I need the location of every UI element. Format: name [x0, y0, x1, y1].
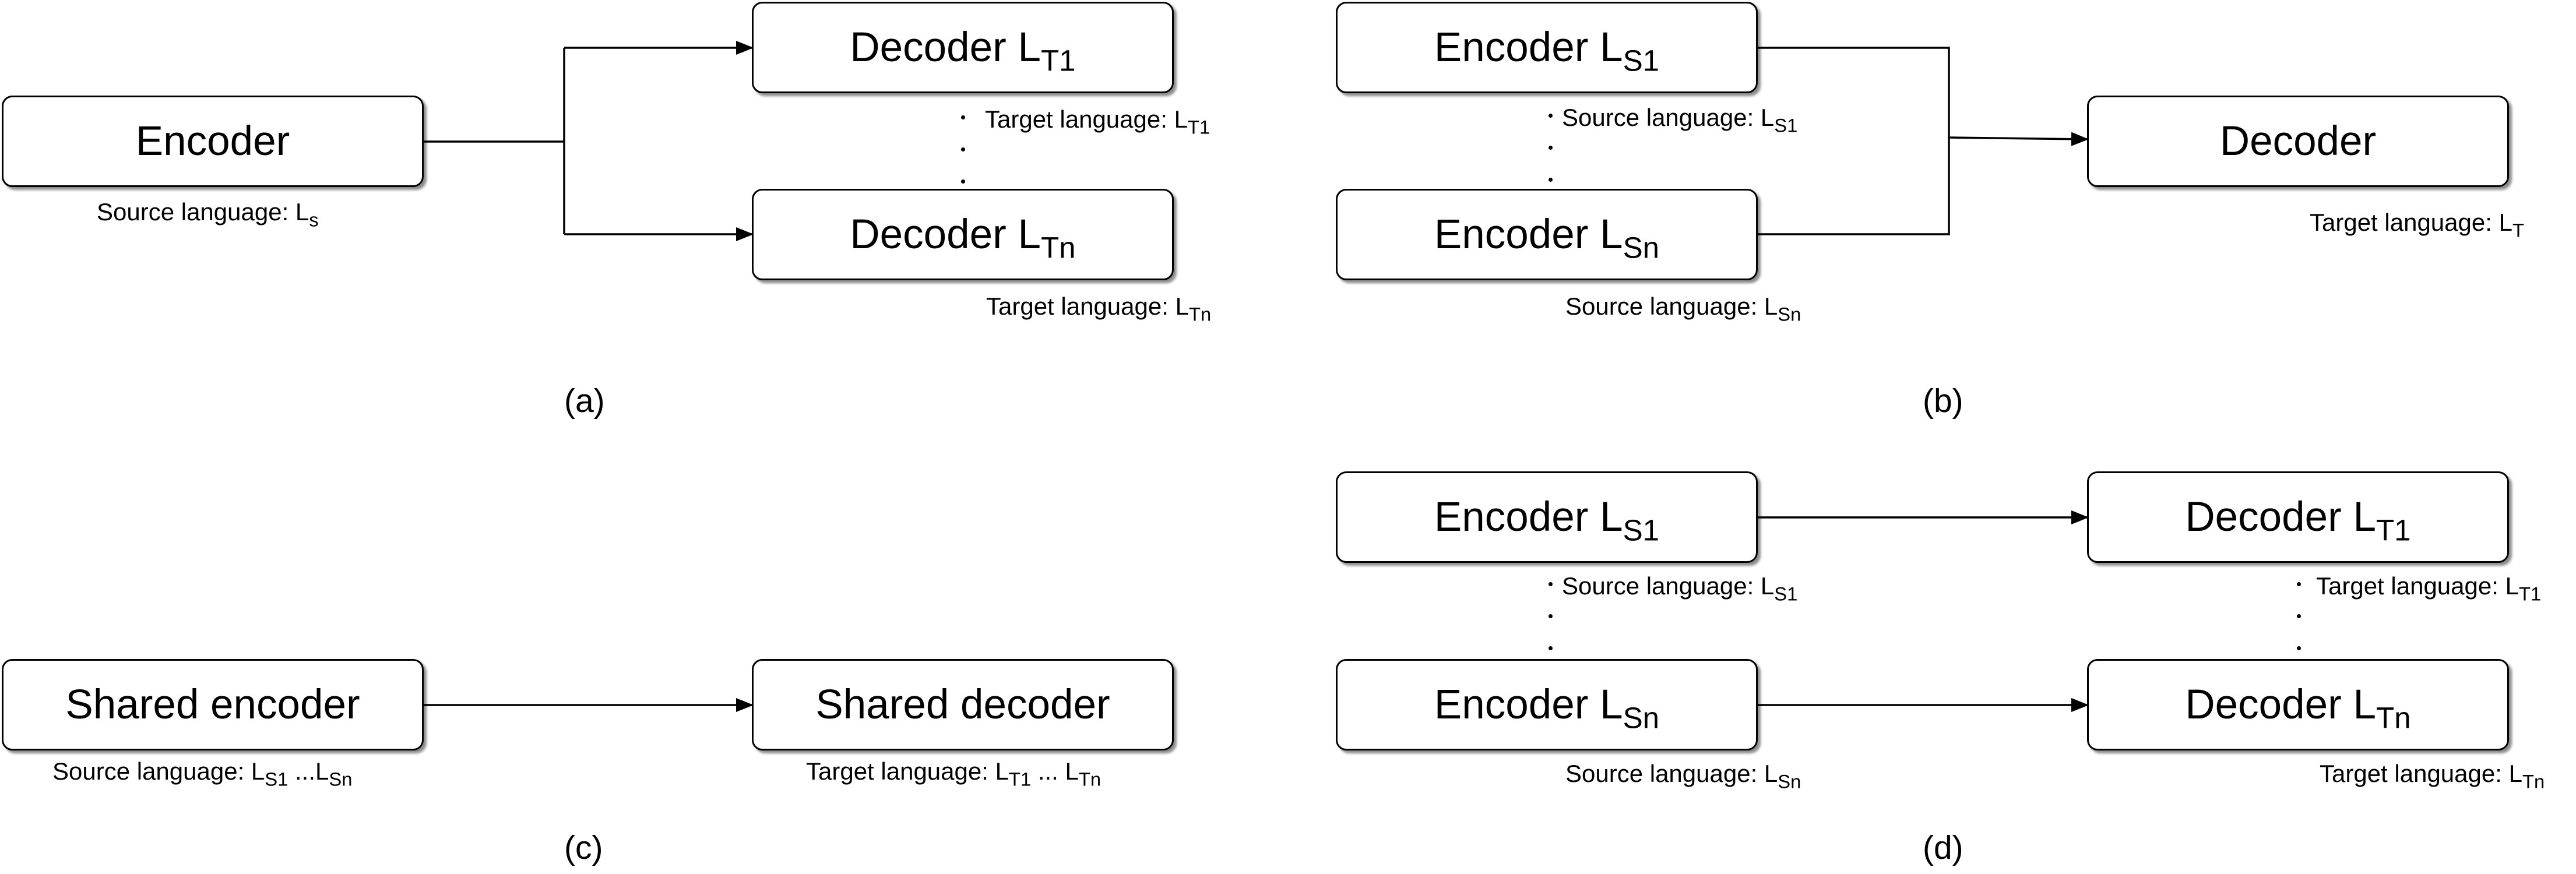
target-label-t1-a: Target language: LT1 [985, 105, 1210, 138]
decoder-tn-box-d: Decoder LTn [2087, 659, 2509, 750]
decoder-t1-d-title: Decoder LT1 [2185, 494, 2411, 547]
shared-decoder-box: Shared decoder [752, 659, 1174, 750]
decoder-box-b: Decoder [2087, 96, 2509, 187]
encoder-sn-d-title: Encoder LSn [1434, 682, 1660, 735]
ellipsis-dot [961, 147, 965, 151]
encoder-sn-box-d: Encoder LSn [1336, 659, 1758, 750]
decoder-tn-d-title: Decoder LTn [2185, 682, 2411, 735]
shared-encoder-box: Shared encoder [2, 659, 424, 750]
target-label-t1-d: Target language: LT1 [2316, 572, 2542, 605]
caption-b: (b) [1923, 382, 1963, 420]
caption-d: (d) [1923, 829, 1963, 866]
decoder-tn-box-a: Decoder LTn [752, 189, 1174, 280]
decoder-t1-box-a: Decoder LT1 [752, 2, 1174, 93]
target-label-c: Target language: LT1 ... LTn [806, 757, 1102, 790]
ellipsis-dot [1549, 582, 1553, 586]
target-label-tn-d: Target language: LTn [2320, 760, 2545, 792]
ellipsis-dot [1549, 114, 1553, 118]
source-label-s1-d: Source language: LS1 [1562, 572, 1798, 605]
encoder-s1-box-d: Encoder LS1 [1336, 471, 1758, 563]
source-label-c: Source language: LS1 ...LSn [52, 757, 353, 790]
ellipsis-dot [961, 115, 965, 119]
decoder-b-title: Decoder [2219, 118, 2377, 164]
source-label-sn-b: Source language: LSn [1565, 292, 1801, 325]
shared-encoder-title: Shared encoder [65, 682, 360, 728]
encoder-sn-box-b: Encoder LSn [1336, 189, 1758, 280]
decoder-t1-box-d: Decoder LT1 [2087, 471, 2509, 563]
connector-b-top [1757, 47, 1950, 235]
encoder-s1-d-title: Encoder LS1 [1434, 494, 1660, 547]
caption-a: (a) [564, 382, 605, 420]
ellipsis-dot [1549, 178, 1553, 182]
ellipsis-dot [1549, 146, 1553, 150]
caption-c: (c) [564, 829, 603, 866]
arrow-b-to-decoder [1948, 132, 2089, 146]
source-label-a: Source language: Ls [97, 198, 319, 231]
ellipsis-dot [1549, 614, 1553, 618]
encoder-s1-b-title: Encoder LS1 [1434, 24, 1660, 77]
ellipsis-dot [2297, 614, 2301, 618]
target-label-b: Target language: LT [2310, 209, 2524, 241]
ellipsis-dot [961, 179, 965, 184]
ellipsis-dot [2297, 582, 2301, 586]
encoder-box-a: Encoder [2, 96, 424, 187]
decoder-t1-a-title: Decoder LT1 [850, 24, 1076, 77]
encoder-a-title: Encoder [135, 118, 290, 164]
ellipsis-dot [1549, 646, 1553, 650]
ellipsis-dot [2297, 646, 2301, 650]
shared-decoder-title: Shared decoder [815, 682, 1110, 728]
source-label-s1-b: Source language: LS1 [1562, 104, 1798, 136]
encoder-sn-b-title: Encoder LSn [1434, 212, 1660, 265]
source-label-sn-d: Source language: LSn [1565, 760, 1801, 792]
target-label-tn-a: Target language: LTn [986, 292, 1212, 325]
decoder-tn-a-title: Decoder LTn [850, 212, 1076, 265]
encoder-s1-box-b: Encoder LS1 [1336, 2, 1758, 93]
